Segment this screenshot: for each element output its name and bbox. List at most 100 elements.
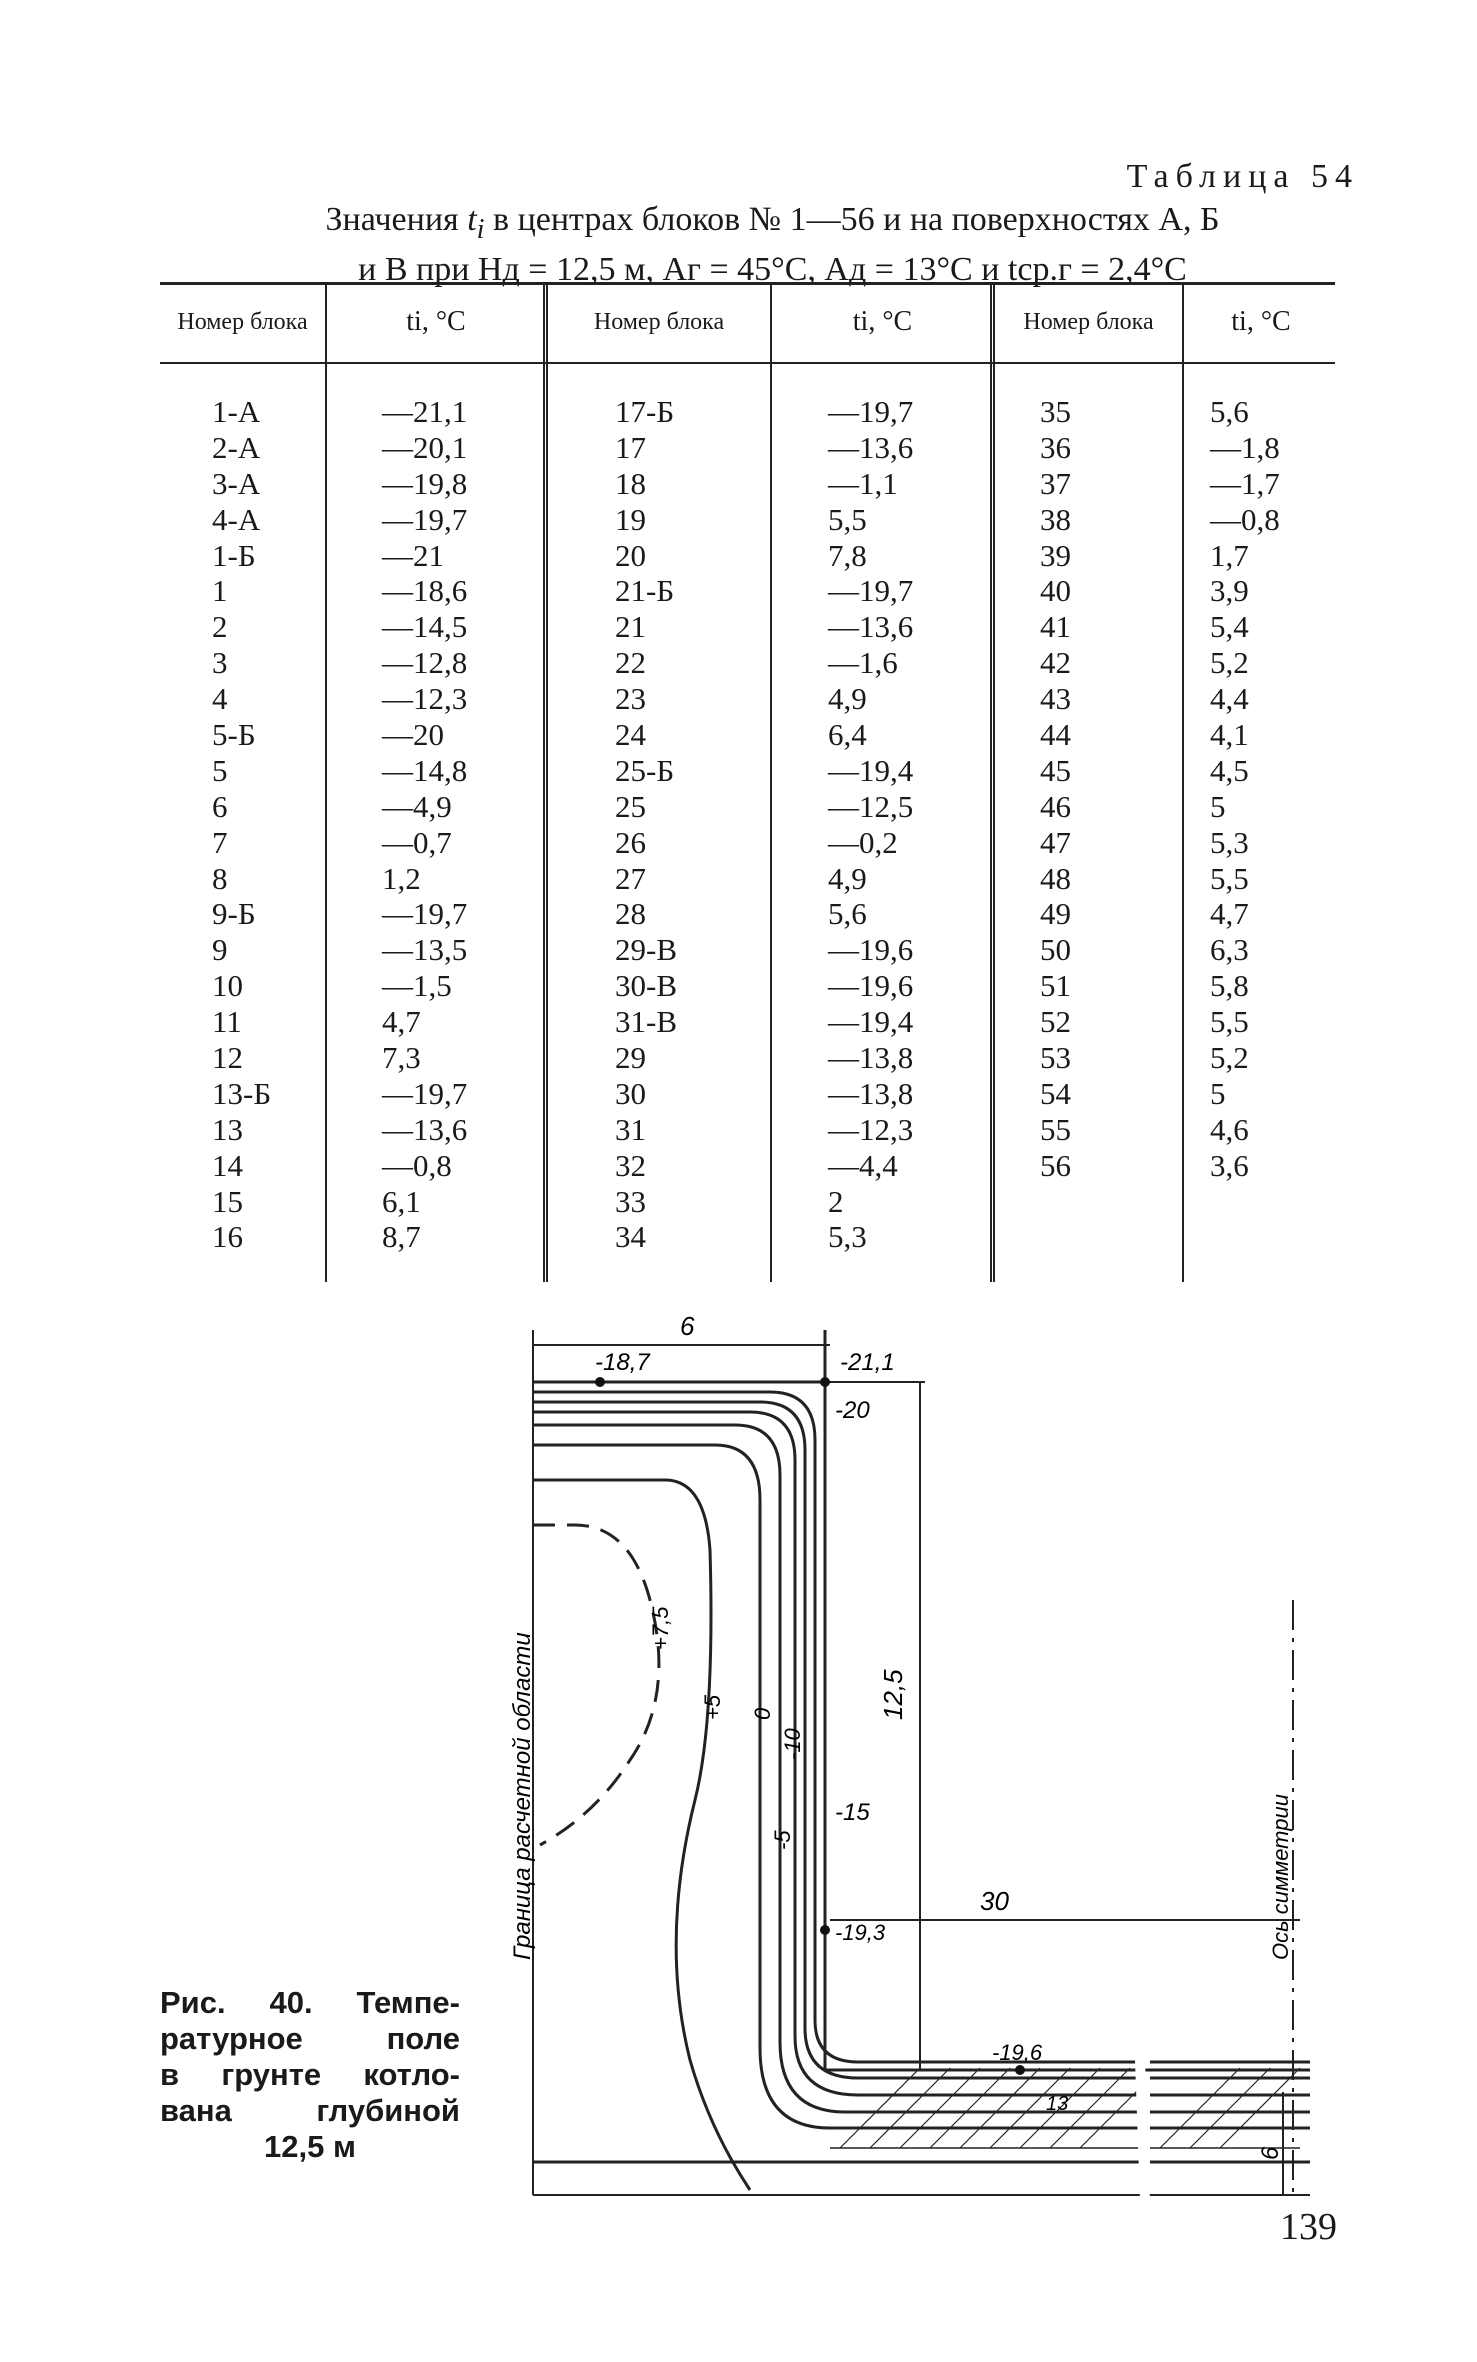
temperature-cell: —20: [382, 717, 444, 753]
block-number-cell: 30-В: [615, 968, 677, 1004]
hatching: [839, 2067, 1301, 2149]
point-marker: [820, 1377, 830, 1387]
temperature-cell: 4,9: [828, 681, 867, 717]
temperature-cell: 5,4: [1210, 609, 1249, 645]
temperature-cell: 5,5: [828, 501, 867, 537]
table-caption: Значения ti в центрах блоков № 1—56 и на…: [210, 200, 1335, 290]
block-number-cell: 3-А: [212, 465, 261, 501]
temperature-cell: 5,5: [1210, 860, 1249, 896]
break-gap: [1135, 2059, 1150, 2201]
block-number-cell: 35: [1040, 394, 1071, 429]
column-values-1: —21,1—20,1—19,8—19,7—21—18,6—14,5—12,8—1…: [382, 394, 467, 1255]
temperature-cell: —12,8: [382, 645, 468, 681]
block-number-cell: 48: [1040, 860, 1071, 896]
temperature-cell: —19,7: [382, 896, 468, 932]
block-number-cell: 25-Б: [615, 752, 675, 788]
temperature-cell: 5,6: [828, 896, 867, 932]
block-number-cell: 20: [615, 537, 646, 573]
temperature-cell: —19,8: [382, 465, 468, 501]
block-number-cell: 22: [615, 645, 646, 681]
isotherm-0: [533, 1443, 1310, 2130]
temperature-cell: —1,8: [1210, 429, 1280, 465]
temperature-cell: —12,5: [828, 788, 914, 824]
block-number-cell: 45: [1040, 752, 1071, 788]
temperature-cell: 5,2: [1210, 1040, 1249, 1076]
block-number-cell: 8: [212, 860, 228, 896]
block-number-cell: 4: [212, 681, 228, 717]
temperature-cell: —19,7: [828, 573, 914, 609]
temperature-cell: 4,5: [1210, 752, 1249, 788]
block-number-cell: 14: [212, 1147, 243, 1183]
block-number-cell: 12: [212, 1040, 243, 1076]
page-number: 139: [1280, 2206, 1337, 2248]
block-number-cell: 37: [1040, 465, 1071, 501]
block-number-cell: 4-А: [212, 501, 261, 537]
block-number-cell: 19: [615, 501, 646, 537]
iso-minus10-label: -10: [780, 1727, 805, 1760]
block-number-cell: 29-В: [615, 932, 677, 968]
point-marker: [595, 1377, 605, 1387]
block-number-cell: 32: [615, 1147, 646, 1183]
isotherm-plus-7-5: [533, 1523, 661, 1847]
isotherm-minus-15: [533, 1400, 1310, 2080]
temperature-cell: 1,2: [382, 860, 421, 896]
block-number-cell: 29: [615, 1040, 646, 1076]
figure-caption-line: Рис. 40. Темпе-: [160, 1985, 460, 2020]
block-number-cell: 21-Б: [615, 573, 675, 609]
temperature-cell: —1,7: [1210, 465, 1280, 501]
temperature-cell: 8,7: [382, 1219, 421, 1255]
dim-bottom-label: 6: [1257, 2146, 1284, 2160]
block-number-cell: 16: [212, 1219, 243, 1255]
block-number-cell: 54: [1040, 1075, 1071, 1111]
table-header-rule: [160, 362, 1335, 364]
block-number-cell: 7: [212, 824, 228, 860]
column-group-divider: [990, 282, 995, 1282]
dim-height-label: 12,5: [878, 1669, 908, 1720]
isotherm-plus-5: [533, 1478, 752, 2191]
temperature-cell: —19,6: [828, 932, 914, 968]
block-number-cell: 2: [212, 609, 228, 645]
iso-minus5-label: -5: [770, 1830, 795, 1850]
block-number-cell: 42: [1040, 645, 1071, 681]
header-block-number: Номер блока: [593, 309, 725, 335]
block-number-cell: 10: [212, 968, 243, 1004]
block-number-cell: 9: [212, 932, 228, 968]
temperature-cell: —13,8: [828, 1075, 914, 1111]
block-number-cell: 34: [615, 1219, 646, 1255]
figure-caption: Рис. 40. Темпе- ратурное поле в грунте к…: [160, 1985, 460, 2165]
temperature-cell: 5: [1210, 1075, 1226, 1111]
temperature-cell: —19,7: [382, 501, 468, 537]
temperature-cell: 3,6: [1210, 1147, 1249, 1183]
temperature-cell: —13,6: [382, 1111, 468, 1147]
caption-line-2: и В при Hд = 12,5 м, Aг = 45°С, Aд = 13°…: [358, 250, 1187, 288]
isotherm-minus-5: [533, 1423, 1310, 2114]
block-number-cell: 46: [1040, 788, 1071, 824]
temperature-cell: —4,4: [828, 1147, 898, 1183]
block-number-cell: 17: [615, 429, 646, 465]
temperature-cell: 3,9: [1210, 573, 1249, 609]
temperature-cell: —1,5: [382, 968, 452, 1004]
block-number-cell: 17-Б: [615, 394, 675, 429]
block-number-cell: 39: [1040, 537, 1071, 573]
block-number-cell: 13: [212, 1111, 243, 1147]
block-number-cell: 38: [1040, 501, 1071, 537]
block-number-cell: 5-Б: [212, 717, 256, 753]
temperature-cell: 4,1: [1210, 717, 1249, 753]
layer-label: 13: [1046, 2093, 1068, 2115]
temperature-cell: —0,8: [1210, 501, 1280, 537]
temperature-cell: —19,7: [382, 1075, 468, 1111]
point-marker: [820, 1925, 830, 1935]
block-number-cell: 3: [212, 645, 228, 681]
block-number-cell: 52: [1040, 1004, 1071, 1040]
point-bottom-corner-label: -19,3: [835, 1920, 886, 1945]
block-number-cell: 1-Б: [212, 537, 256, 573]
block-number-cell: 51: [1040, 968, 1071, 1004]
iso-plus5-label: +5: [700, 1694, 725, 1720]
header-temperature: ti, °С: [406, 306, 466, 337]
header-block-number: Номер блока: [1023, 309, 1154, 335]
temperature-cell: 4,4: [1210, 681, 1249, 717]
column-divider: [325, 282, 327, 1282]
temperature-cell: 4,7: [1210, 896, 1249, 932]
temperature-cell: 5,6: [1210, 394, 1249, 429]
temperature-cell: —19,7: [828, 394, 914, 429]
